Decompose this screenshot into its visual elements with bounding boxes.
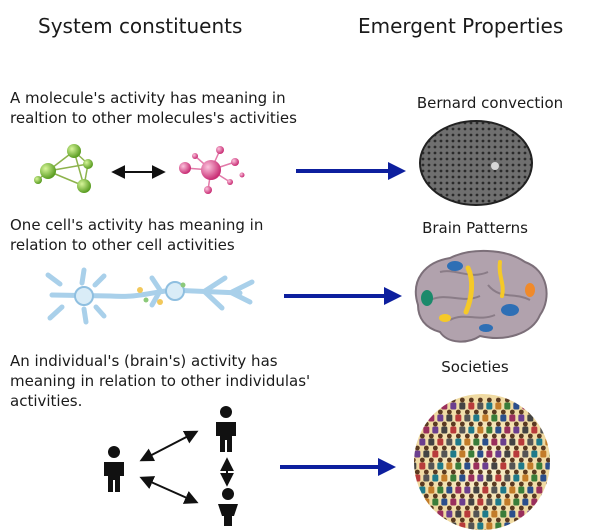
convection-cell-icon [419,120,533,206]
emergence-arrow-3 [280,458,396,476]
row-3-property-label: Societies [441,358,509,376]
neuron-body-icon [165,281,185,301]
emergence-arrow-1 [296,162,406,180]
row-1-property-label: Bernard convection [416,94,564,112]
person-icon [218,488,238,526]
row-3-description: An individual's (brain's) activity has m… [10,352,311,410]
row-2-description: One cell's activity has meaning in relat… [10,216,264,254]
row-2-property-label: Brain Patterns [422,219,528,237]
emergence-arrow-2 [284,287,402,305]
molecule-pink-icon [179,146,245,194]
brain-icon [414,250,548,343]
synapse-dots-icon [137,282,186,305]
neuron-body-icon [74,286,94,306]
person-icon [104,446,124,492]
molecule-green-icon [34,144,93,193]
crowd-icon [414,394,550,530]
header-emergent-properties: Emergent Properties [358,14,564,38]
interaction-arrow-people [139,430,199,462]
header-system-constituents: System constituents [38,14,243,38]
interaction-arrow-people [139,476,199,504]
row-1-description: A molecule's activity has meaning in rea… [10,89,297,127]
person-icon [216,406,236,452]
